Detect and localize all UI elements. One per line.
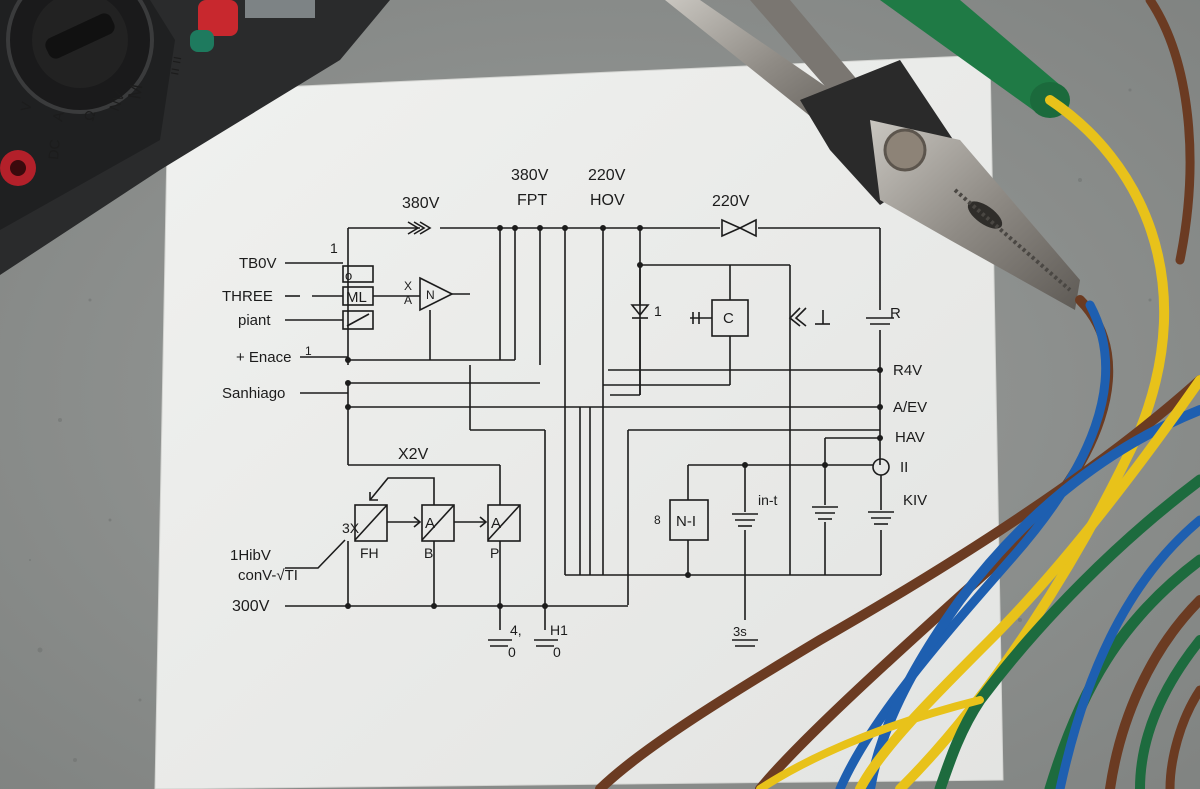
label-s-small: 8 (654, 513, 661, 527)
wire-green (934, 474, 1200, 789)
wire-blue (1055, 515, 1200, 789)
wire-bundle (595, 0, 1200, 789)
label-x2v: X2V (398, 446, 429, 463)
label-three: THREE (222, 288, 273, 305)
multimeter: M NV Ω A V DC ıı ıı (0, 0, 390, 275)
label-r4v: R4V (893, 362, 922, 379)
label-hav: HAV (895, 429, 925, 446)
label-nh: N-I (676, 513, 696, 530)
wire-yellow (855, 375, 1200, 789)
green-button (190, 30, 214, 52)
label-gnd2: H1 (550, 622, 568, 638)
pliers (665, 0, 1080, 310)
concrete-specks (29, 88, 1152, 762)
label-sanhiago: Sanhiago (222, 385, 285, 402)
label-p: P (490, 545, 499, 561)
label-conv: conV-√TI (238, 567, 298, 584)
label-x-a: X (404, 279, 412, 293)
wire-brown (1165, 685, 1200, 789)
label-c-box: C (723, 310, 734, 327)
label-220v-mid: 220V (588, 167, 626, 184)
schematic-labels: 380V 380V FPT 220V HOV 220V TB0V THREE p… (222, 167, 927, 660)
label-tb0v: TB0V (239, 255, 277, 272)
wire-brown (1145, 0, 1195, 265)
label-piant: piant (238, 312, 271, 329)
schematic-drawing (285, 218, 894, 647)
label-nv-tri: N (426, 288, 435, 302)
red-button (198, 0, 238, 36)
wire-blue (835, 300, 1111, 789)
label-hov: HOV (590, 192, 625, 209)
label-380v-mid: 380V (511, 167, 549, 184)
label-one-a: 1 (330, 240, 338, 256)
label-o-box: o (345, 268, 352, 283)
label-aev: A/EV (893, 399, 927, 416)
plier-pivot (883, 128, 927, 172)
label-a-small: A (404, 293, 412, 307)
label-fh: FH (360, 545, 379, 561)
label-ii: II (900, 459, 908, 476)
label-one-b: 1 (305, 344, 312, 358)
meter-label-dc: DC (45, 139, 63, 161)
label-220v-right: 220V (712, 193, 750, 210)
meter-side-label: ıı ıı (165, 55, 184, 77)
label-enace: + Enace (236, 349, 291, 366)
meter-label-m: M (124, 82, 146, 100)
wire-yellow (756, 696, 984, 789)
label-380v-left: 380V (402, 195, 440, 212)
label-gnd1: 4, (510, 622, 522, 638)
label-gnd1-sub: 0 (508, 644, 516, 660)
meter-label-nv: NV (106, 89, 128, 113)
wire-green (1044, 554, 1200, 789)
meter-label-v: V (17, 100, 34, 113)
label-b: B (424, 545, 433, 561)
label-hibv: 1HibV (230, 547, 271, 564)
plier-handle-green (880, 0, 1060, 115)
label-ss: 3s (733, 624, 747, 639)
junction-dots (345, 225, 883, 609)
label-r: R (890, 305, 901, 322)
label-block3: A (491, 515, 501, 532)
label-block2: A (425, 515, 435, 532)
wire-green (1135, 635, 1200, 789)
meter-label-a: A (49, 110, 66, 123)
label-gnd2-sub: 0 (553, 644, 561, 660)
meter-display-edge (245, 0, 315, 18)
meter-label-ohm: Ω (80, 109, 98, 123)
label-int: in-t (758, 492, 778, 508)
label-one-c: 1 (654, 303, 662, 319)
label-fpt: FPT (517, 192, 547, 209)
label-ml-box: ML (346, 289, 367, 306)
wire-brown (1105, 595, 1200, 789)
label-300v: 300V (232, 598, 270, 615)
label-kiv: KIV (903, 492, 927, 509)
label-block1: 3X (342, 520, 360, 536)
